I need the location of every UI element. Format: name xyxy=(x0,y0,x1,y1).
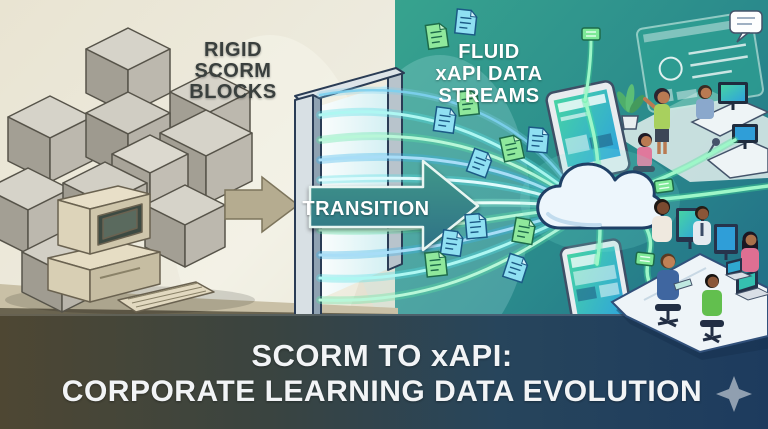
office-scene-bottom xyxy=(610,199,768,360)
data-chip-icon xyxy=(653,178,675,194)
text-layer: RIGID SCORM BLOCKS FLUID xAPI DATA STREA… xyxy=(62,39,702,408)
left-zone-label: RIGID SCORM BLOCKS xyxy=(189,39,276,103)
monitor-icon xyxy=(714,224,738,260)
stream-line xyxy=(318,176,560,202)
transition-label: TRANSITION xyxy=(302,198,429,220)
stream-line xyxy=(318,223,567,302)
stream-line xyxy=(318,110,562,187)
office-bottom-table xyxy=(610,252,768,354)
person-presenter xyxy=(643,88,670,154)
office-scene-top xyxy=(615,10,768,182)
plant-icon xyxy=(617,84,645,130)
doc-icon xyxy=(439,228,465,258)
speech-bubble-icon xyxy=(729,10,763,43)
cloud-icon xyxy=(520,148,680,252)
data-chip-icon xyxy=(634,251,656,267)
person-pink xyxy=(741,231,759,272)
door-post-right xyxy=(387,71,403,271)
legacy-arrow xyxy=(224,175,300,234)
transition-arrow xyxy=(308,159,480,252)
cube xyxy=(7,95,93,183)
right-label-line1: FLUID xyxy=(458,41,519,63)
banner-title-line1: SCORM TO xAPI: xyxy=(251,338,512,373)
cube xyxy=(144,184,226,268)
stream-line xyxy=(318,218,564,281)
banner-title-line2: CORPORATE LEARNING DATA EVOLUTION xyxy=(62,375,702,408)
stream-line xyxy=(318,208,560,233)
doc-icon xyxy=(432,105,458,135)
retro-computer-illustration xyxy=(47,185,215,313)
stream-line xyxy=(595,226,602,266)
banner-top-edge xyxy=(0,314,768,316)
doc-icon xyxy=(424,250,448,278)
tablet-bottom-icon xyxy=(559,238,635,336)
right-zone-label: FLUID xAPI DATA STREAMS xyxy=(435,41,542,107)
sparkle-icon xyxy=(716,376,752,412)
doc-icon xyxy=(454,8,478,36)
left-label-line2: SCORM xyxy=(195,60,272,82)
stream-line xyxy=(318,155,560,197)
stream-line xyxy=(318,134,562,192)
data-chip-icon xyxy=(581,27,601,41)
person-seated-pink xyxy=(633,133,655,172)
left-label-line3: BLOCKS xyxy=(189,81,276,103)
stream-line xyxy=(583,38,593,102)
person-white-sweater xyxy=(652,199,672,242)
person-shirt-tie xyxy=(693,206,711,245)
laptop-icon xyxy=(724,258,753,281)
stream-line xyxy=(650,184,768,202)
left-label-line1: RIGID xyxy=(204,39,262,61)
right-label-line3: STREAMS xyxy=(438,85,539,107)
right-label-line2: xAPI DATA xyxy=(435,63,542,85)
stream-line xyxy=(643,138,737,187)
office-top-desk-front xyxy=(705,124,768,179)
doc-icon xyxy=(526,126,550,154)
bottom-banner xyxy=(0,314,768,429)
person-green-front xyxy=(700,274,724,344)
tablet-top-icon xyxy=(545,80,631,184)
doc-icon xyxy=(464,212,488,240)
person-blue-front xyxy=(655,253,693,328)
office-top-desk-back xyxy=(690,82,768,137)
